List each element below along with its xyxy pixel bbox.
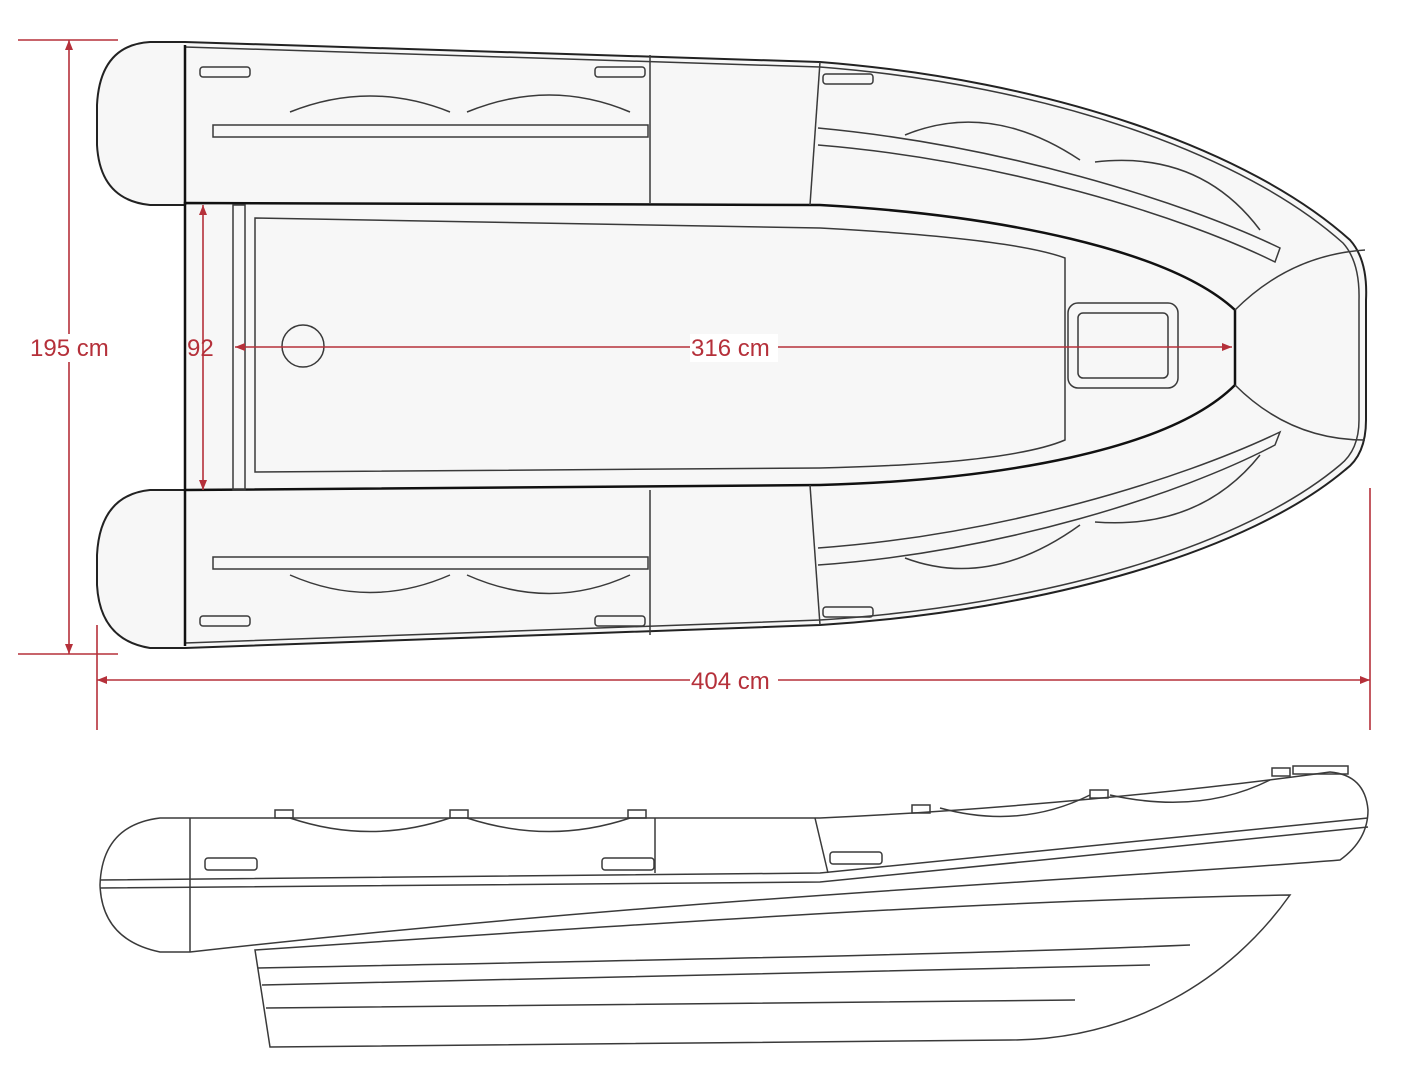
side-rub-strake xyxy=(99,817,1369,889)
overall-width-label: 195 cm xyxy=(30,335,109,362)
rub-strake xyxy=(817,430,1282,566)
tube-seam xyxy=(809,61,821,206)
handles xyxy=(199,66,874,627)
side-seam xyxy=(814,817,829,874)
label-bg xyxy=(690,334,778,362)
tube-seam xyxy=(809,484,821,626)
seat-pads xyxy=(289,94,631,595)
inner-length-label: 316 cm xyxy=(691,335,770,362)
bow-cone xyxy=(1234,249,1366,441)
label-bg xyxy=(30,334,120,362)
label-bg xyxy=(690,667,778,695)
hull-strakes xyxy=(257,944,1191,1009)
hull-outer-line xyxy=(184,46,1360,644)
overall-length-label: 404 cm xyxy=(691,668,770,695)
side-handles xyxy=(204,765,1349,871)
inner-width-label: 92 xyxy=(187,335,214,362)
bow-locker xyxy=(1067,302,1179,389)
floor xyxy=(254,217,1066,473)
drain-plug xyxy=(281,324,325,368)
side-seat-pads xyxy=(289,779,1271,833)
rub-strake xyxy=(212,556,649,570)
seat-pads xyxy=(904,121,1261,570)
rub-strake xyxy=(817,127,1281,264)
side-tube xyxy=(99,771,1369,953)
side-hull xyxy=(254,894,1292,1048)
side-view xyxy=(99,765,1369,1048)
rub-strake xyxy=(212,124,649,138)
bow-locker-lid xyxy=(1077,312,1169,379)
